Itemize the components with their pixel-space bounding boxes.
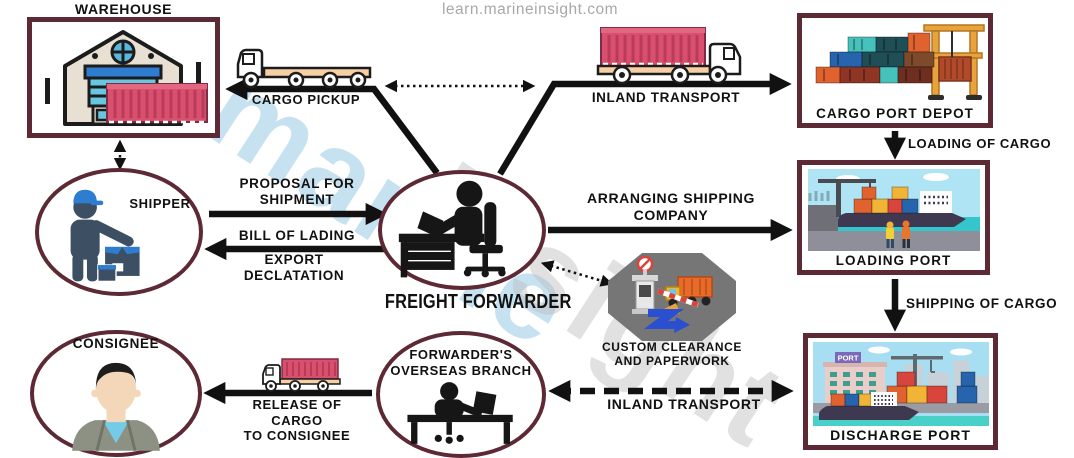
cargo-port-depot-box: CARGO PORT DEPOT xyxy=(797,13,993,128)
flatbed-truck-icon xyxy=(236,48,372,89)
customs-checkpoint-icon xyxy=(608,253,736,341)
shipper-icon xyxy=(70,189,140,283)
loading-port-icon xyxy=(807,169,980,251)
edge-customs-dotted xyxy=(540,260,614,287)
shipper-node xyxy=(35,168,203,296)
export-declaration-label: EXPORT DECLATATION xyxy=(243,252,345,284)
shipper-label: SHIPPER xyxy=(129,196,191,211)
consignee-icon xyxy=(72,362,160,451)
loading-port-label: LOADING PORT xyxy=(835,253,952,268)
port-depot-icon xyxy=(815,24,985,100)
shipping-of-cargo-label: SHIPPING OF CARGO xyxy=(906,296,1058,311)
port-sign-text: PORT xyxy=(837,354,858,363)
freight-forwarder-label: FREIGHT FORWARDER xyxy=(384,291,572,313)
warehouse-label: WAREHOUSE xyxy=(74,1,173,17)
container-truck-icon xyxy=(596,27,742,84)
proposal-label: PROPOSAL FOR SHIPMENT xyxy=(239,176,355,208)
small-truck-icon xyxy=(262,358,341,392)
inland-transport-top-label: INLAND TRANSPORT xyxy=(591,90,741,105)
arranging-label: ARRANGING SHIPPING COMPANY xyxy=(587,190,755,223)
warehouse-icon xyxy=(44,29,208,126)
overseas-branch-icon xyxy=(407,382,513,444)
loading-of-cargo-label: LOADING OF CARGO xyxy=(908,136,1052,151)
watermark-url: learn.marineinsight.com xyxy=(441,1,619,18)
discharge-port-icon: PORT xyxy=(812,342,989,426)
consignee-label: CONSIGNEE xyxy=(72,336,160,351)
bill-of-lading-label: BILL OF LADING xyxy=(238,228,356,243)
warehouse-box xyxy=(27,17,220,138)
inland-transport-bottom-label: INLAND TRANSPORT xyxy=(607,396,761,412)
consignee-node xyxy=(30,330,202,457)
edge-cargo-pickup xyxy=(225,77,440,175)
release-of-cargo-label: RELEASE OF CARGO TO CONSIGNEE xyxy=(243,397,351,444)
edge-inland-transport-top xyxy=(497,72,792,176)
custom-clearance-label: CUSTOM CLEARANCE AND PAPERWORK xyxy=(601,340,743,369)
discharge-port-box: PORT DISCHARGE PORT xyxy=(803,333,998,450)
cargo-port-depot-label: CARGO PORT DEPOT xyxy=(816,106,974,121)
cargo-pickup-label: CARGO PICKUP xyxy=(251,92,361,107)
loading-port-box: LOADING PORT xyxy=(797,160,990,275)
discharge-port-label: DISCHARGE PORT xyxy=(830,427,971,443)
freight-forwarder-node xyxy=(378,170,546,290)
forwarders-overseas-branch-node xyxy=(376,331,546,458)
forwarders-overseas-branch-label: FORWARDER'S OVERSEAS BRANCH xyxy=(390,347,532,378)
freight-forwarder-icon xyxy=(398,180,506,278)
